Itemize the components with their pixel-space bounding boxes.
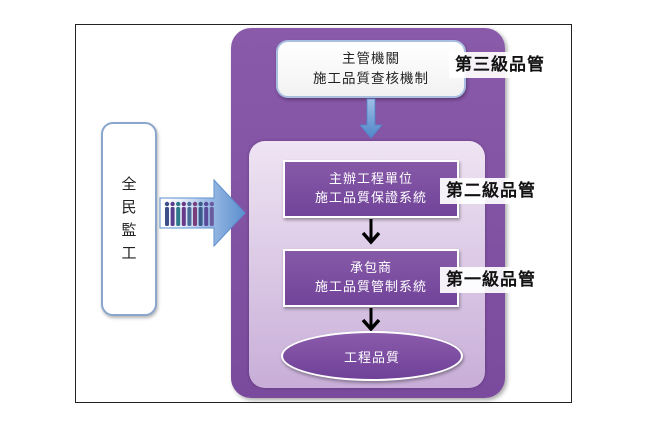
people-icon-group (164, 201, 214, 226)
level2-to-level1-arrow (361, 219, 381, 245)
ellipse-text: 工程品質 (343, 350, 400, 366)
person-icon (204, 201, 209, 226)
proc2-line2: 施工品質保證系統 (314, 191, 427, 206)
person-icon (170, 201, 175, 226)
owner-agency-box: 主辦工程單位 施工品質保證系統 (283, 160, 459, 218)
top-down-arrow (359, 98, 383, 139)
side-box-text: 全民監工 (121, 175, 137, 262)
proc2-line1: 主辦工程單位 (328, 172, 413, 187)
engineering-quality-ellipse: 工程品質 (281, 331, 463, 381)
person-icon (176, 201, 181, 226)
person-icon (198, 201, 203, 226)
person-icon (164, 201, 170, 226)
person-icon (192, 201, 198, 226)
person-icon (181, 201, 186, 226)
person-icon (187, 201, 192, 226)
level1-to-quality-arrow (361, 308, 381, 332)
contractor-box: 承包商 施工品質管制系統 (283, 249, 459, 307)
top-box-line2: 施工品質查核機制 (313, 71, 429, 87)
top-box-line1: 主管機關 (342, 51, 400, 67)
public-supervision-box: 全民監工 (101, 122, 157, 316)
level-second-label: 第二級品管 (440, 178, 542, 204)
proc1-line1: 承包商 (349, 261, 392, 276)
level-first-label: 第一級品管 (440, 267, 542, 293)
level-third-label: 第三級品管 (449, 52, 551, 78)
proc1-line2: 施工品質管制系統 (314, 280, 427, 295)
person-icon (209, 201, 214, 226)
